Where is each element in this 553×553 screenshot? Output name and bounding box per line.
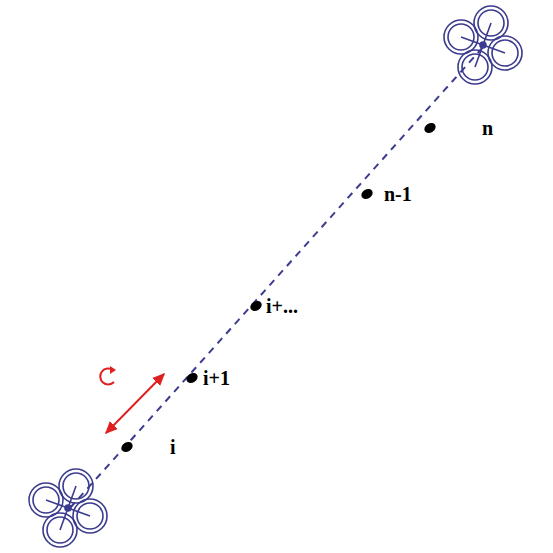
point-label: n	[482, 118, 493, 138]
drone-top	[444, 6, 522, 84]
point-label: i+1	[203, 368, 230, 388]
point-label: n-1	[384, 184, 412, 204]
point-label: i	[170, 437, 176, 457]
point-label: i+...	[266, 296, 298, 316]
spring-arrow	[106, 374, 164, 433]
tether-line	[70, 46, 484, 508]
mass-points	[120, 121, 438, 454]
drone-bottom	[29, 469, 107, 547]
rotation-symbol	[100, 366, 116, 384]
